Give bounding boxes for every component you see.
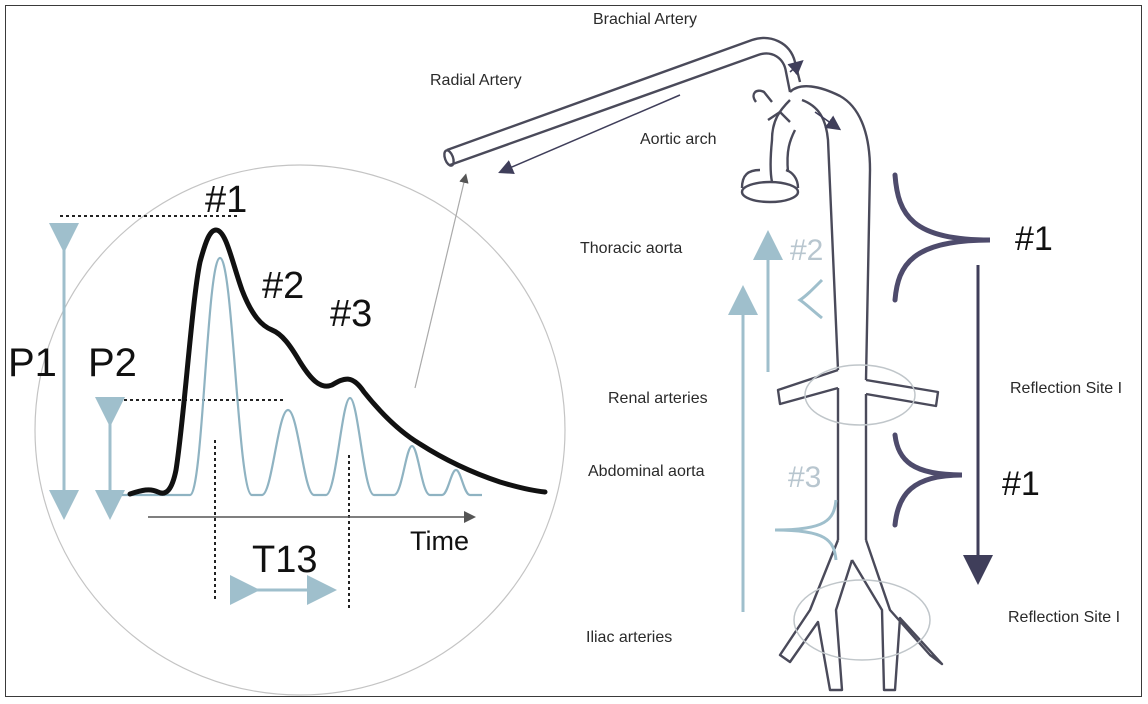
p1-label: P1 — [8, 341, 57, 385]
brachial-flow-arrow — [787, 60, 804, 76]
reflection-site-2-label: Reflection Site I — [1008, 609, 1120, 626]
aortic-root-opening — [740, 180, 800, 204]
reflected-pulse-lower — [774, 499, 838, 561]
arch-branch-left — [752, 89, 773, 103]
aortic-root-left — [740, 168, 761, 189]
p2-label: P2 — [88, 341, 137, 385]
forward-pulse-lower-label: #1 — [1002, 465, 1040, 503]
aortic-arch-label: Aortic arch — [640, 131, 716, 148]
arch-flow-arrow — [814, 111, 842, 131]
radial-artery-end — [443, 149, 455, 167]
arch-branch-mid — [767, 110, 791, 123]
reflected-pulse-upper-label: #2 — [790, 234, 823, 267]
aortic-root-right — [785, 168, 800, 189]
aorta-outer-wall — [789, 85, 872, 381]
inset-circle — [34, 164, 566, 696]
abdominal-aorta-label: Abdominal aorta — [588, 463, 705, 480]
radial-artery-lower-wall — [449, 52, 792, 167]
thoracic-aorta-label: Thoracic aorta — [580, 240, 682, 257]
ascending-aorta-left — [769, 99, 791, 183]
forward-pulse-upper — [892, 172, 991, 303]
radial-flow-arrow — [498, 94, 681, 174]
brachial-artery-label: Brachial Artery — [593, 11, 697, 28]
iliac-left — [778, 539, 854, 692]
pressure-waveform — [127, 227, 548, 497]
iliac-right — [850, 539, 944, 692]
peak-2-label: #2 — [262, 265, 304, 307]
forward-pulse-upper-label: #1 — [1015, 220, 1053, 258]
reflected-pulse-lower-label: #3 — [788, 461, 821, 494]
reflection-site-iliac — [793, 579, 931, 661]
inset-pointer-line — [414, 173, 469, 389]
forward-pulse-lower — [892, 432, 963, 528]
peak-3-label: #3 — [330, 293, 372, 335]
ascending-aorta-right — [786, 129, 797, 173]
iliac-arteries-label: Iliac arteries — [586, 629, 672, 646]
waveform-inset: #1 #2 #3 P1 P2 Time T13 — [8, 164, 566, 696]
component-waves — [122, 256, 482, 497]
reflected-pulse-upper — [797, 278, 824, 320]
radial-artery-label: Radial Artery — [430, 72, 522, 89]
reflection-site-1-label: Reflection Site I — [1010, 380, 1122, 397]
radial-artery-upper-wall — [446, 36, 802, 152]
reflection-site-renal — [804, 364, 916, 426]
t13-label: T13 — [252, 539, 317, 581]
renal-artery-right — [865, 378, 940, 408]
renal-arteries-label: Renal arteries — [608, 390, 708, 407]
peak-1-label: #1 — [205, 179, 247, 221]
renal-artery-left — [776, 368, 839, 406]
time-axis-label: Time — [410, 526, 469, 556]
figure-frame — [5, 5, 1142, 697]
